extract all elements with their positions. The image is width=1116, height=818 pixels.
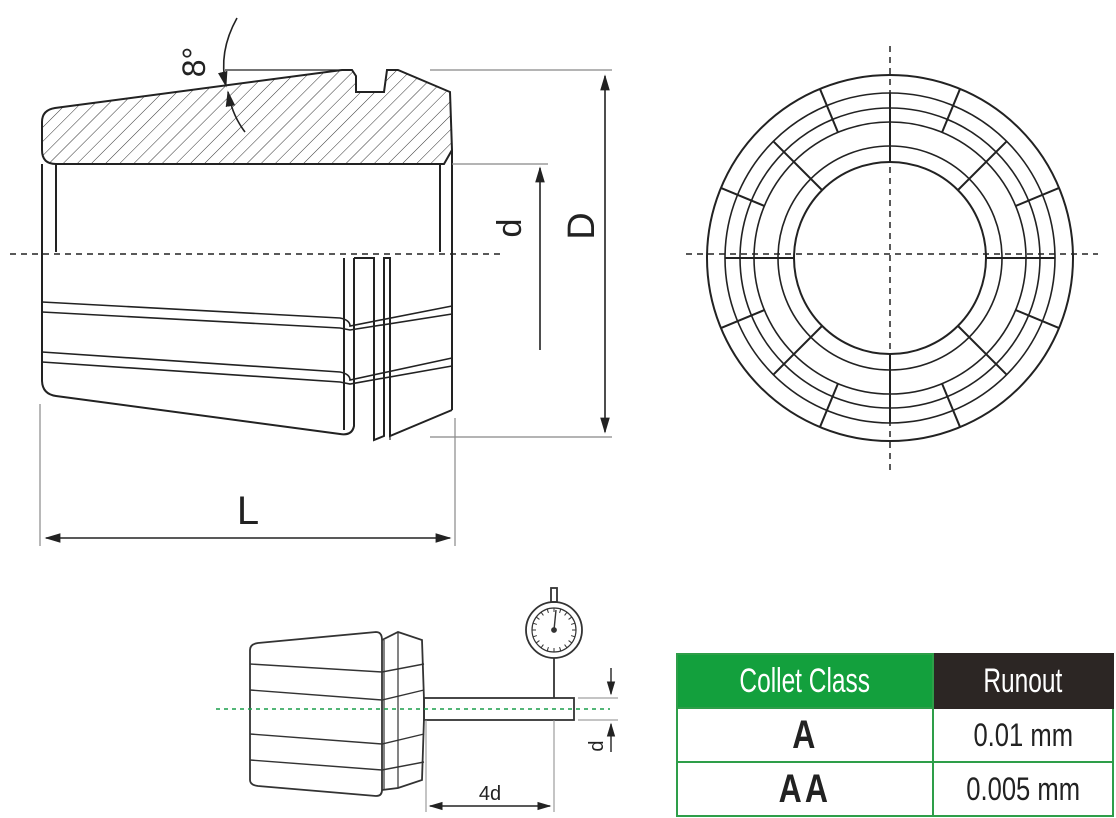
dial-tick bbox=[540, 611, 544, 616]
table-header-row: Collet Class Runout bbox=[676, 653, 1114, 709]
dial-tick bbox=[564, 611, 568, 616]
angle-arc bbox=[218, 17, 238, 88]
collet-slot-line bbox=[957, 140, 1008, 191]
collet-side-view bbox=[41, 69, 454, 442]
length-label: L bbox=[237, 489, 259, 533]
dimension-lines bbox=[39, 69, 612, 546]
test-offset-label: 4d bbox=[479, 783, 501, 805]
dial-tick bbox=[570, 622, 576, 625]
dial-tick bbox=[546, 608, 549, 614]
collet-slot-line bbox=[1015, 187, 1060, 207]
dial-tick bbox=[568, 640, 573, 644]
table-row: AA 0.005 mm bbox=[676, 761, 1114, 817]
table-row: A 0.01 mm bbox=[676, 707, 1114, 763]
dial-tick bbox=[564, 644, 568, 649]
dial-tick bbox=[532, 635, 538, 638]
runout-cell: 0.005 mm bbox=[932, 761, 1114, 817]
dial-tick bbox=[532, 622, 538, 625]
runout-cell: 0.01 mm bbox=[932, 707, 1114, 763]
collet-slot-upper bbox=[41, 301, 453, 327]
collet-slot-lower bbox=[41, 351, 453, 381]
collet-slot-line bbox=[720, 187, 765, 207]
dial-tick bbox=[568, 616, 573, 620]
angle-label: 8° bbox=[176, 47, 212, 78]
dial-tick bbox=[546, 646, 549, 652]
collet-slot-line bbox=[772, 140, 823, 191]
collet-slot-line bbox=[720, 309, 765, 329]
dial-tick bbox=[559, 646, 562, 652]
collet-class-cell: A bbox=[676, 707, 934, 763]
dial-tick bbox=[535, 616, 540, 620]
collet-slot-line bbox=[1015, 309, 1060, 329]
runout-spec-table: Collet Class Runout A 0.01 mm AA 0.005 m… bbox=[676, 653, 1114, 817]
collet-slot-line bbox=[819, 88, 839, 133]
collet-class-cell: AA bbox=[676, 761, 934, 817]
dial-ticks bbox=[532, 608, 576, 652]
test-diameter-label: d bbox=[586, 740, 608, 751]
runout-test-diagram bbox=[249, 587, 618, 812]
hatched-section bbox=[41, 69, 454, 165]
outer-diameter-label: D bbox=[561, 212, 603, 239]
dial-tick bbox=[570, 635, 576, 638]
collet-slot-line bbox=[941, 88, 961, 133]
header-collet-class: Collet Class bbox=[676, 653, 934, 709]
test-collet-body bbox=[249, 631, 383, 797]
inner-diameter-label: d bbox=[491, 219, 529, 238]
collet-slot-line bbox=[772, 325, 823, 376]
dial-tick bbox=[559, 608, 562, 614]
header-runout: Runout bbox=[932, 653, 1114, 709]
dial-tick bbox=[540, 644, 544, 649]
dial-tick bbox=[535, 640, 540, 644]
collet-slot-line bbox=[957, 325, 1008, 376]
collet-slot-line bbox=[941, 383, 961, 428]
collet-body-outline bbox=[41, 164, 355, 436]
collet-slot-line bbox=[819, 383, 839, 428]
